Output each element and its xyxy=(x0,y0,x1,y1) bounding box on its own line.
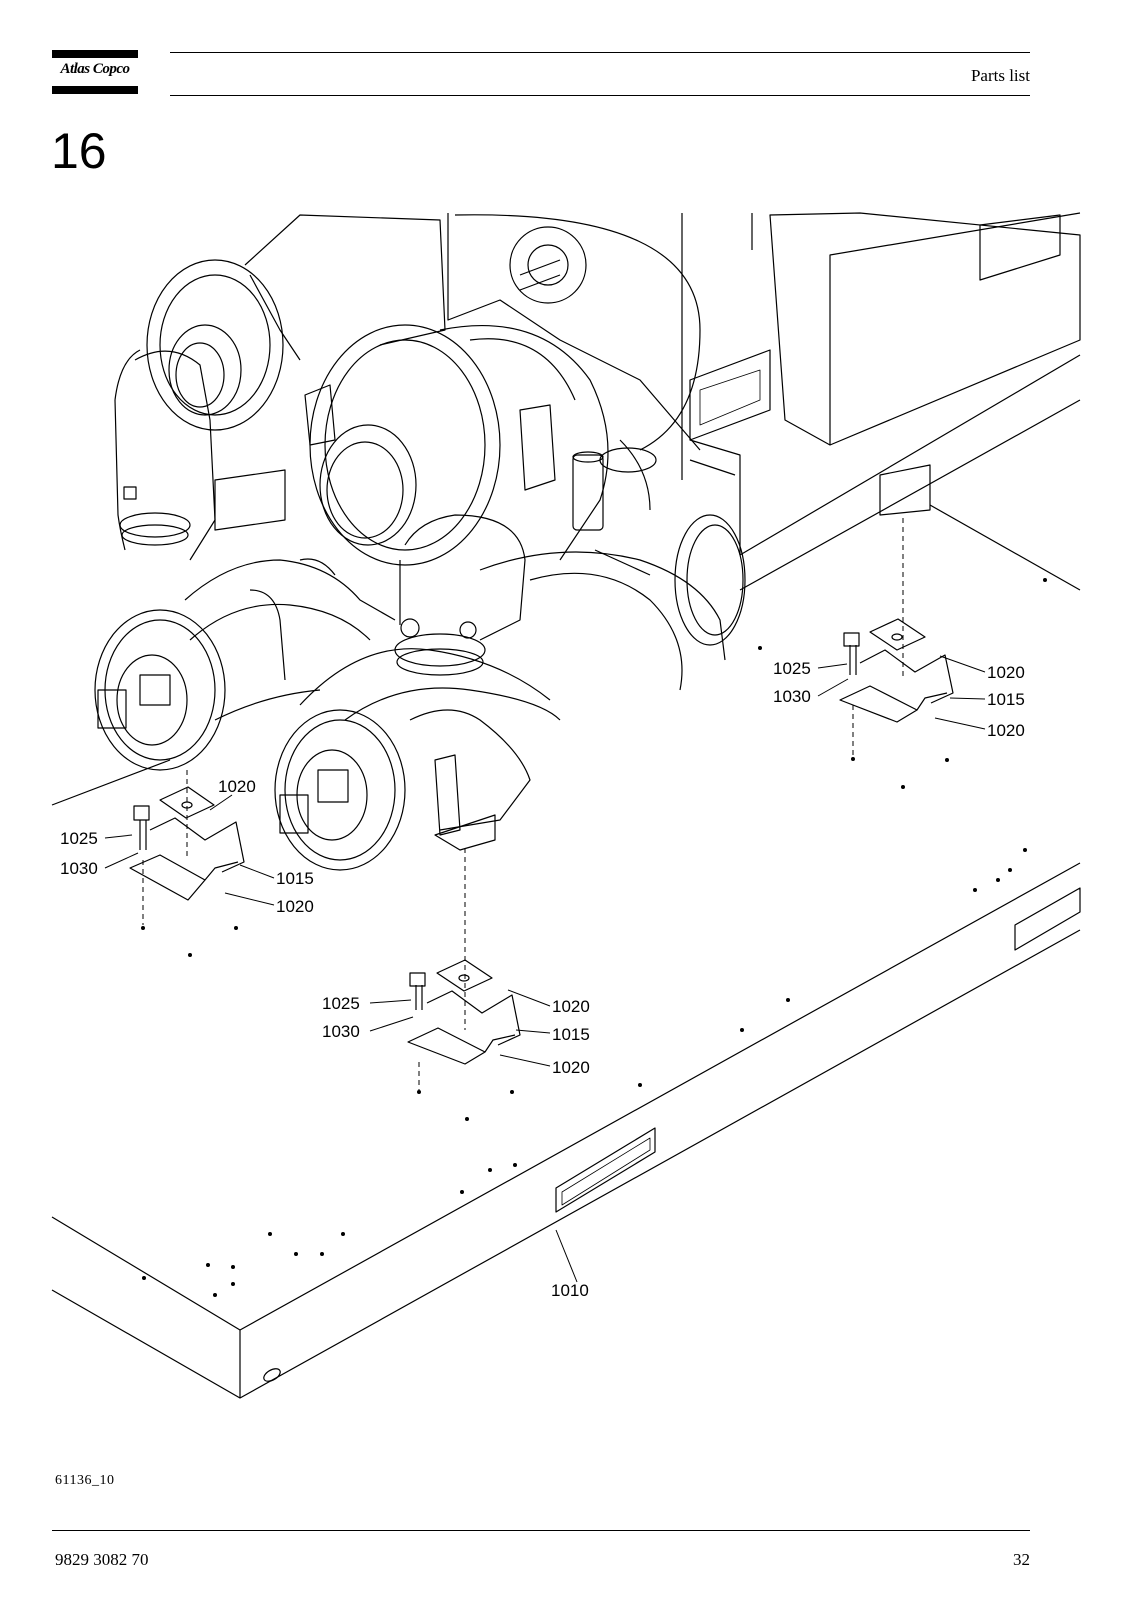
callout-1020: 1020 xyxy=(218,777,256,796)
logo-bar-top xyxy=(52,50,138,58)
mount-right xyxy=(839,618,954,723)
callout-1030: 1030 xyxy=(322,1022,360,1041)
right-cooler xyxy=(479,439,746,691)
atlas-copco-logo: Atlas Copco xyxy=(52,50,138,94)
callout-1030: 1030 xyxy=(60,859,98,878)
callout-1020: 1020 xyxy=(276,897,314,916)
section-number: 16 xyxy=(51,123,107,179)
footer-rule xyxy=(52,1530,1030,1531)
explosion-lines xyxy=(142,518,904,1090)
mount-left xyxy=(129,786,245,901)
left-elbow-pipe xyxy=(114,349,216,561)
callout-1015: 1015 xyxy=(276,869,314,888)
mount-center xyxy=(407,959,521,1065)
callout-1025: 1025 xyxy=(322,994,360,1013)
central-elbow-pipe xyxy=(394,514,526,676)
base-holes xyxy=(141,578,1047,1297)
header-title: Parts list xyxy=(970,66,1030,85)
callout-1020: 1020 xyxy=(987,721,1025,740)
logo-text: Atlas Copco xyxy=(60,61,130,77)
callout-1025: 1025 xyxy=(60,829,98,848)
front-cooler xyxy=(274,648,561,871)
header-rule-bottom xyxy=(170,95,1030,96)
callout-1015: 1015 xyxy=(987,690,1025,709)
callout-1025: 1025 xyxy=(773,659,811,678)
upper-flange-left xyxy=(146,214,446,431)
leader-lines xyxy=(104,655,986,1283)
callout-1020: 1020 xyxy=(987,663,1025,682)
callout-1010: 1010 xyxy=(551,1281,589,1300)
callout-1020: 1020 xyxy=(552,997,590,1016)
callout-1030: 1030 xyxy=(773,687,811,706)
logo-bar-bottom xyxy=(52,86,138,94)
callout-1015: 1015 xyxy=(552,1025,590,1044)
header-rule-top xyxy=(170,52,1030,53)
base-frame xyxy=(51,354,1081,1399)
figure-code: 61136_10 xyxy=(55,1473,115,1488)
page-number: 32 xyxy=(1013,1550,1030,1569)
left-cooler xyxy=(94,558,396,771)
gearbox xyxy=(214,324,609,566)
callout-1020: 1020 xyxy=(552,1058,590,1077)
document-number: 9829 3082 70 xyxy=(55,1550,149,1569)
drive-housing xyxy=(447,212,1081,555)
